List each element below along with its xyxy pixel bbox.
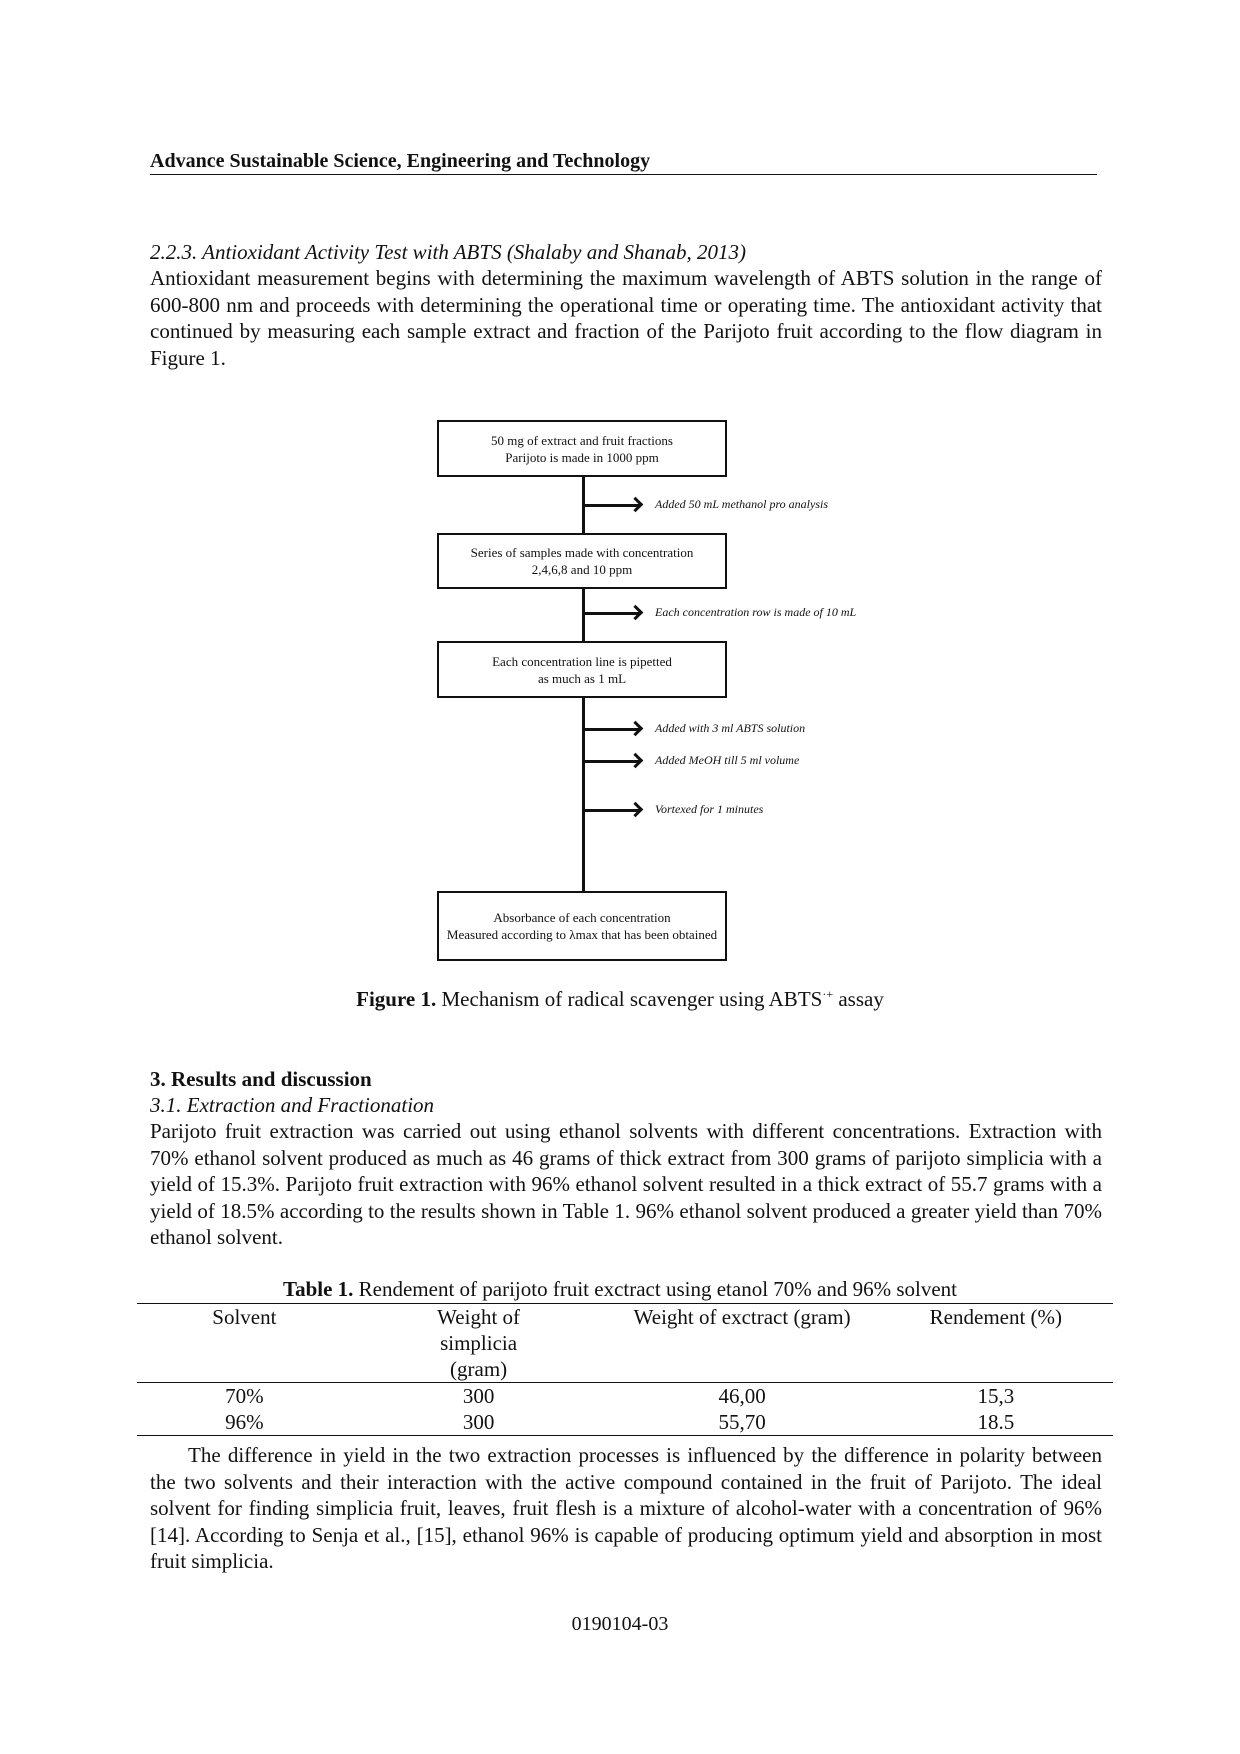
figure-caption: Figure 1. Mechanism of radical scavenger… [356,987,884,1011]
table-cell: 300 [462,1410,495,1434]
table-cell: 300 [462,1384,495,1408]
arrow-icon [585,728,639,731]
column-header: Weight of exctract (gram) [633,1305,851,1329]
page-number: 0190104-03 [571,1613,669,1635]
rendement-table: Solvent Weight of simplicia (gram) Weigh… [137,1303,1113,1436]
flow-annotation: Each concentration row is made of 10 mL [655,605,857,619]
section-3-heading: 3. Results and discussion [150,1067,372,1091]
column-header: Weight of simplicia (gram) [437,1305,521,1381]
table-cell: 70% [225,1384,264,1408]
arrow-icon [585,612,639,615]
section-3-1-paragraph: Parijoto fruit extraction was carried ou… [150,1119,1102,1249]
table-cell: 96% [225,1410,264,1434]
column-header: Solvent [212,1305,277,1329]
flow-annotation: Vortexed for 1 minutes [655,802,764,816]
table-cell: 18.5 [977,1410,1015,1434]
table-caption: Table 1. Rendement of parijoto fruit exc… [282,1277,957,1301]
arrow-icon [585,504,639,507]
section-2-2-3-paragraph: Antioxidant measurement begins with dete… [150,266,1102,370]
flow-annotation: Added with 3 ml ABTS solution [655,721,806,735]
section-3-1-heading: 3.1. Extraction and Fractionation [150,1093,435,1117]
table-row: 70% 300 46,00 15,3 [137,1383,1113,1410]
arrow-icon [585,760,639,763]
table-row: 96% 300 55,70 18.5 [137,1409,1113,1436]
discussion-paragraph: The difference in yield in the two extra… [150,1443,1102,1573]
flow-box-2: Series of samples made with concentratio… [437,533,727,589]
table-cell: 15,3 [977,1384,1015,1408]
journal-header: Advance Sustainable Science, Engineering… [150,150,1097,175]
flow-annotation: Added MeOH till 5 ml volume [655,753,800,767]
table-header-row: Solvent Weight of simplicia (gram) Weigh… [137,1303,1113,1383]
section-heading-2-2-3: 2.2.3. Antioxidant Activity Test with AB… [150,240,746,264]
flow-annotation: Added 50 mL methanol pro analysis [655,497,828,511]
table-cell: 55,70 [718,1410,766,1434]
table-cell: 46,00 [718,1384,766,1408]
column-header: Rendement (%) [929,1305,1063,1329]
arrow-icon [585,809,639,812]
